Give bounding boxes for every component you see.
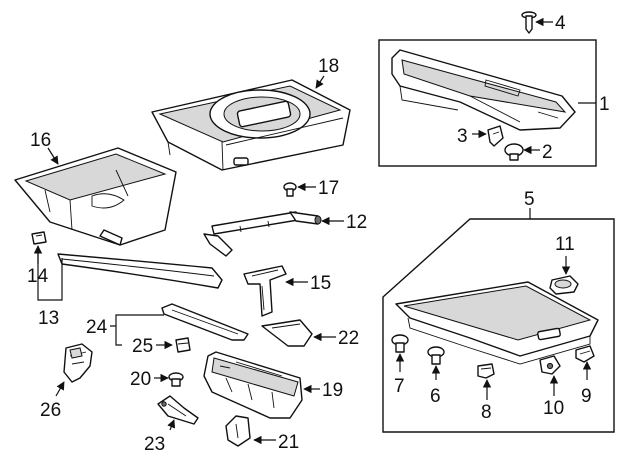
leader-13 <box>37 248 63 301</box>
part-22-pad <box>261 319 313 347</box>
callout-17: 17 <box>318 178 339 199</box>
part-10-hook <box>539 355 561 375</box>
leader-16 <box>47 147 59 165</box>
callout-15: 15 <box>310 273 331 294</box>
callout-4: 4 <box>555 13 566 34</box>
part-4-push-pin <box>521 11 537 34</box>
leader-26 <box>55 381 65 397</box>
part-25-clip <box>175 337 191 353</box>
callout-5: 5 <box>524 189 535 210</box>
part-5-floor-panel <box>395 281 599 365</box>
part-23-latch <box>157 395 199 425</box>
callout-16: 16 <box>30 130 51 151</box>
callout-14: 14 <box>27 266 49 287</box>
part-20-push-pin <box>168 372 184 387</box>
callout-21: 21 <box>278 432 299 453</box>
part-12-support-rod <box>203 211 322 257</box>
group-box-5 <box>382 218 615 433</box>
callout-18: 18 <box>318 56 339 77</box>
part-16-storage-tray <box>14 147 177 246</box>
callout-3: 3 <box>457 126 468 147</box>
leader-lines <box>33 17 596 445</box>
leader-24 <box>110 314 164 346</box>
callout-19: 19 <box>322 380 343 401</box>
leader-18 <box>315 75 325 89</box>
callout-22: 22 <box>338 328 359 349</box>
part-8-clip <box>477 363 495 379</box>
part-17-clip <box>283 182 297 197</box>
callout-12: 12 <box>346 212 367 233</box>
callout-9: 9 <box>581 386 592 407</box>
callout-20: 20 <box>130 369 151 390</box>
part-21-bracket <box>225 415 251 447</box>
callout-7: 7 <box>394 376 405 397</box>
callout-23: 23 <box>144 434 165 455</box>
part-13-weatherstrip <box>57 253 223 289</box>
callout-6: 6 <box>430 386 441 407</box>
part-9-clip <box>575 345 595 363</box>
part-2-retainer <box>504 143 524 161</box>
part-11-cap <box>549 275 579 295</box>
leader-23 <box>167 419 176 431</box>
part-19-tool-tray <box>203 351 303 419</box>
part-15-bracket <box>243 265 287 317</box>
callout-11: 11 <box>555 234 575 255</box>
callout-25: 25 <box>132 336 153 357</box>
callout-1: 1 <box>599 94 610 115</box>
callout-24: 24 <box>86 317 108 338</box>
part-14-clip <box>31 231 47 245</box>
callout-13: 13 <box>38 308 59 329</box>
part-3-clip <box>487 125 504 147</box>
callout-2: 2 <box>542 142 553 163</box>
part-26-bracket <box>63 343 93 383</box>
part-6-push-pin <box>427 346 445 365</box>
part-24-sill-strip <box>161 303 249 341</box>
part-18-spare-tire-cover <box>151 79 351 171</box>
callout-26: 26 <box>40 400 61 421</box>
part-7-push-pin <box>391 334 409 353</box>
callout-10: 10 <box>543 398 564 419</box>
callout-labels: 1 2 3 4 5 6 7 8 9 10 11 12 13 14 15 16 1… <box>27 13 610 455</box>
callout-8: 8 <box>481 402 492 423</box>
part-1-rear-trim-panel <box>391 49 576 131</box>
